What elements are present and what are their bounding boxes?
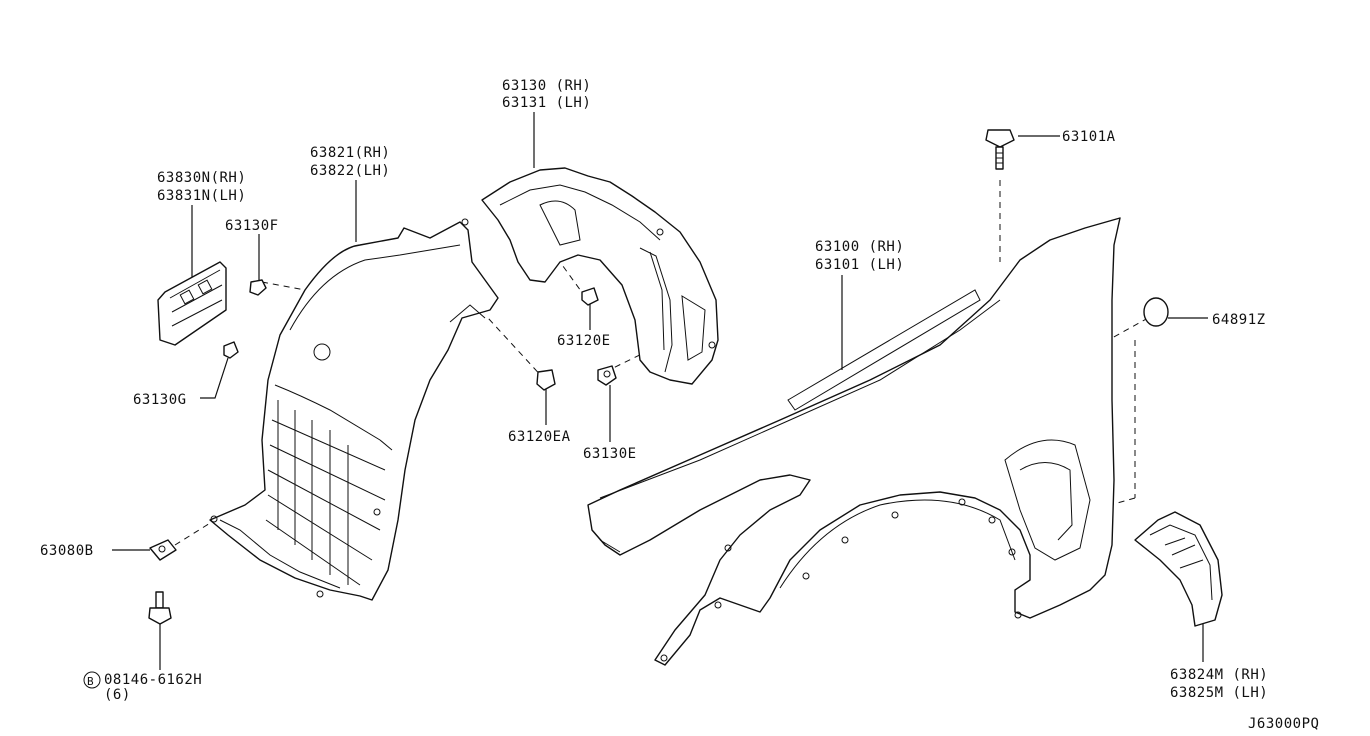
label-63831n-lh[interactable]: 63831N(LH) xyxy=(157,188,246,204)
clip-63130g-icon[interactable] xyxy=(223,341,239,359)
label-63130-rh[interactable]: 63130 (RH) xyxy=(502,78,591,94)
label-63825m-lh[interactable]: 63825M (LH) xyxy=(1170,685,1268,701)
label-63822-lh[interactable]: 63822(LH) xyxy=(310,163,390,179)
label-63830n-rh[interactable]: 63830N(RH) xyxy=(157,170,246,186)
label-63100-rh[interactable]: 63100 (RH) xyxy=(815,239,904,255)
bolt-callout-icon: B xyxy=(83,671,101,689)
label-63101-lh[interactable]: 63101 (LH) xyxy=(815,257,904,273)
label-63120ea[interactable]: 63120EA xyxy=(508,429,571,445)
diagram-code: J63000PQ xyxy=(1248,716,1319,732)
clip-63130f-icon[interactable] xyxy=(249,279,267,296)
bolt-08146-icon[interactable] xyxy=(148,591,172,625)
bracket-63830n[interactable] xyxy=(157,261,227,346)
plug-64891z-icon[interactable] xyxy=(1143,297,1169,327)
label-63130g[interactable]: 63130G xyxy=(133,392,187,408)
label-08146-6162h[interactable]: 08146-6162H xyxy=(104,672,202,688)
bolt-callout-letter: B xyxy=(87,675,94,688)
label-63120e[interactable]: 63120E xyxy=(557,333,611,349)
clip-63120ea-icon[interactable] xyxy=(536,369,556,391)
leader-lines xyxy=(112,112,1208,670)
fender-extension-63824m[interactable] xyxy=(1134,511,1223,627)
label-63130e[interactable]: 63130E xyxy=(583,446,637,462)
clip-63130e-icon[interactable] xyxy=(597,365,617,386)
label-quantity-6: (6) xyxy=(104,687,131,703)
assembly-lines xyxy=(174,180,1149,546)
label-63131-lh[interactable]: 63131 (LH) xyxy=(502,95,591,111)
label-63130f[interactable]: 63130F xyxy=(225,218,279,234)
front-fender-63100[interactable] xyxy=(587,217,1121,666)
label-63821-rh[interactable]: 63821(RH) xyxy=(310,145,390,161)
label-64891z[interactable]: 64891Z xyxy=(1212,312,1266,328)
fender-protector-63821[interactable] xyxy=(209,218,499,601)
clip-63120e-icon[interactable] xyxy=(581,287,599,306)
bolt-63101a-icon[interactable] xyxy=(985,129,1015,170)
label-63080b[interactable]: 63080B xyxy=(40,543,94,559)
label-63101a[interactable]: 63101A xyxy=(1062,129,1116,145)
label-63824m-rh[interactable]: 63824M (RH) xyxy=(1170,667,1268,683)
fender-protector-63130[interactable] xyxy=(481,167,719,385)
clip-63080b-icon[interactable] xyxy=(149,539,177,561)
